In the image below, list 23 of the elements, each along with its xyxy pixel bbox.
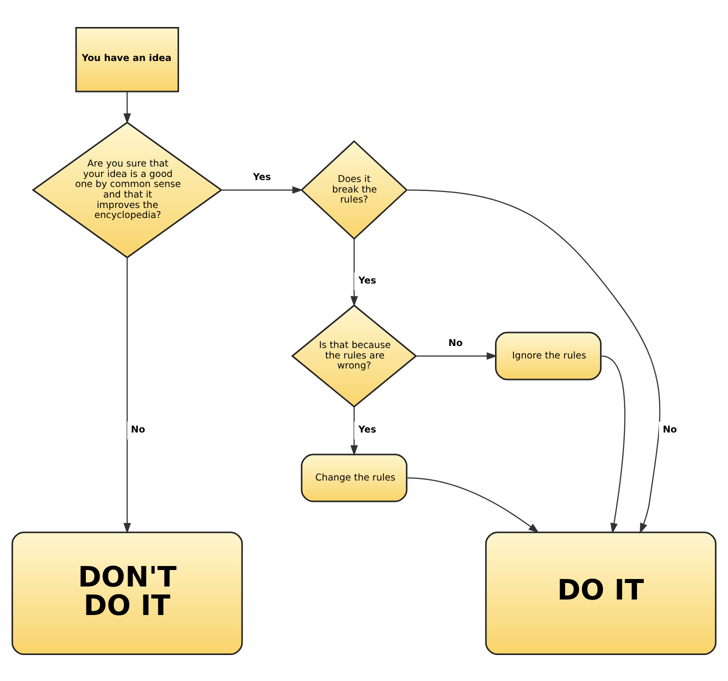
node-diamond: Is that because the rules are wrong? [291, 304, 418, 408]
arrow [350, 406, 358, 456]
edge-label: No [662, 424, 677, 435]
node-box: You have an idea [75, 26, 180, 92]
edge-label: Yes [358, 274, 376, 286]
node-box: DO IT [485, 531, 716, 654]
arrow [123, 91, 131, 124]
arrow [416, 352, 498, 360]
arrow [408, 188, 660, 534]
arrow [408, 476, 540, 533]
arrow [350, 238, 358, 306]
edge-label: No [130, 424, 146, 435]
edge-label: No [448, 338, 463, 349]
node-box: Change the rules [300, 453, 408, 502]
arrow [602, 354, 626, 534]
node-diamond: Are you sure that your idea is a good one by common sense and that it improves the encyclopedia? [32, 121, 223, 258]
node-diamond: Does it break the rules? [300, 140, 408, 240]
edge-label: Yes [358, 424, 376, 435]
node-box: DON'T DO IT [12, 531, 243, 654]
edge-label: Yes [253, 172, 271, 183]
arrow [123, 257, 131, 534]
arrow [221, 186, 304, 194]
node-box: Ignore the rules [495, 331, 602, 380]
